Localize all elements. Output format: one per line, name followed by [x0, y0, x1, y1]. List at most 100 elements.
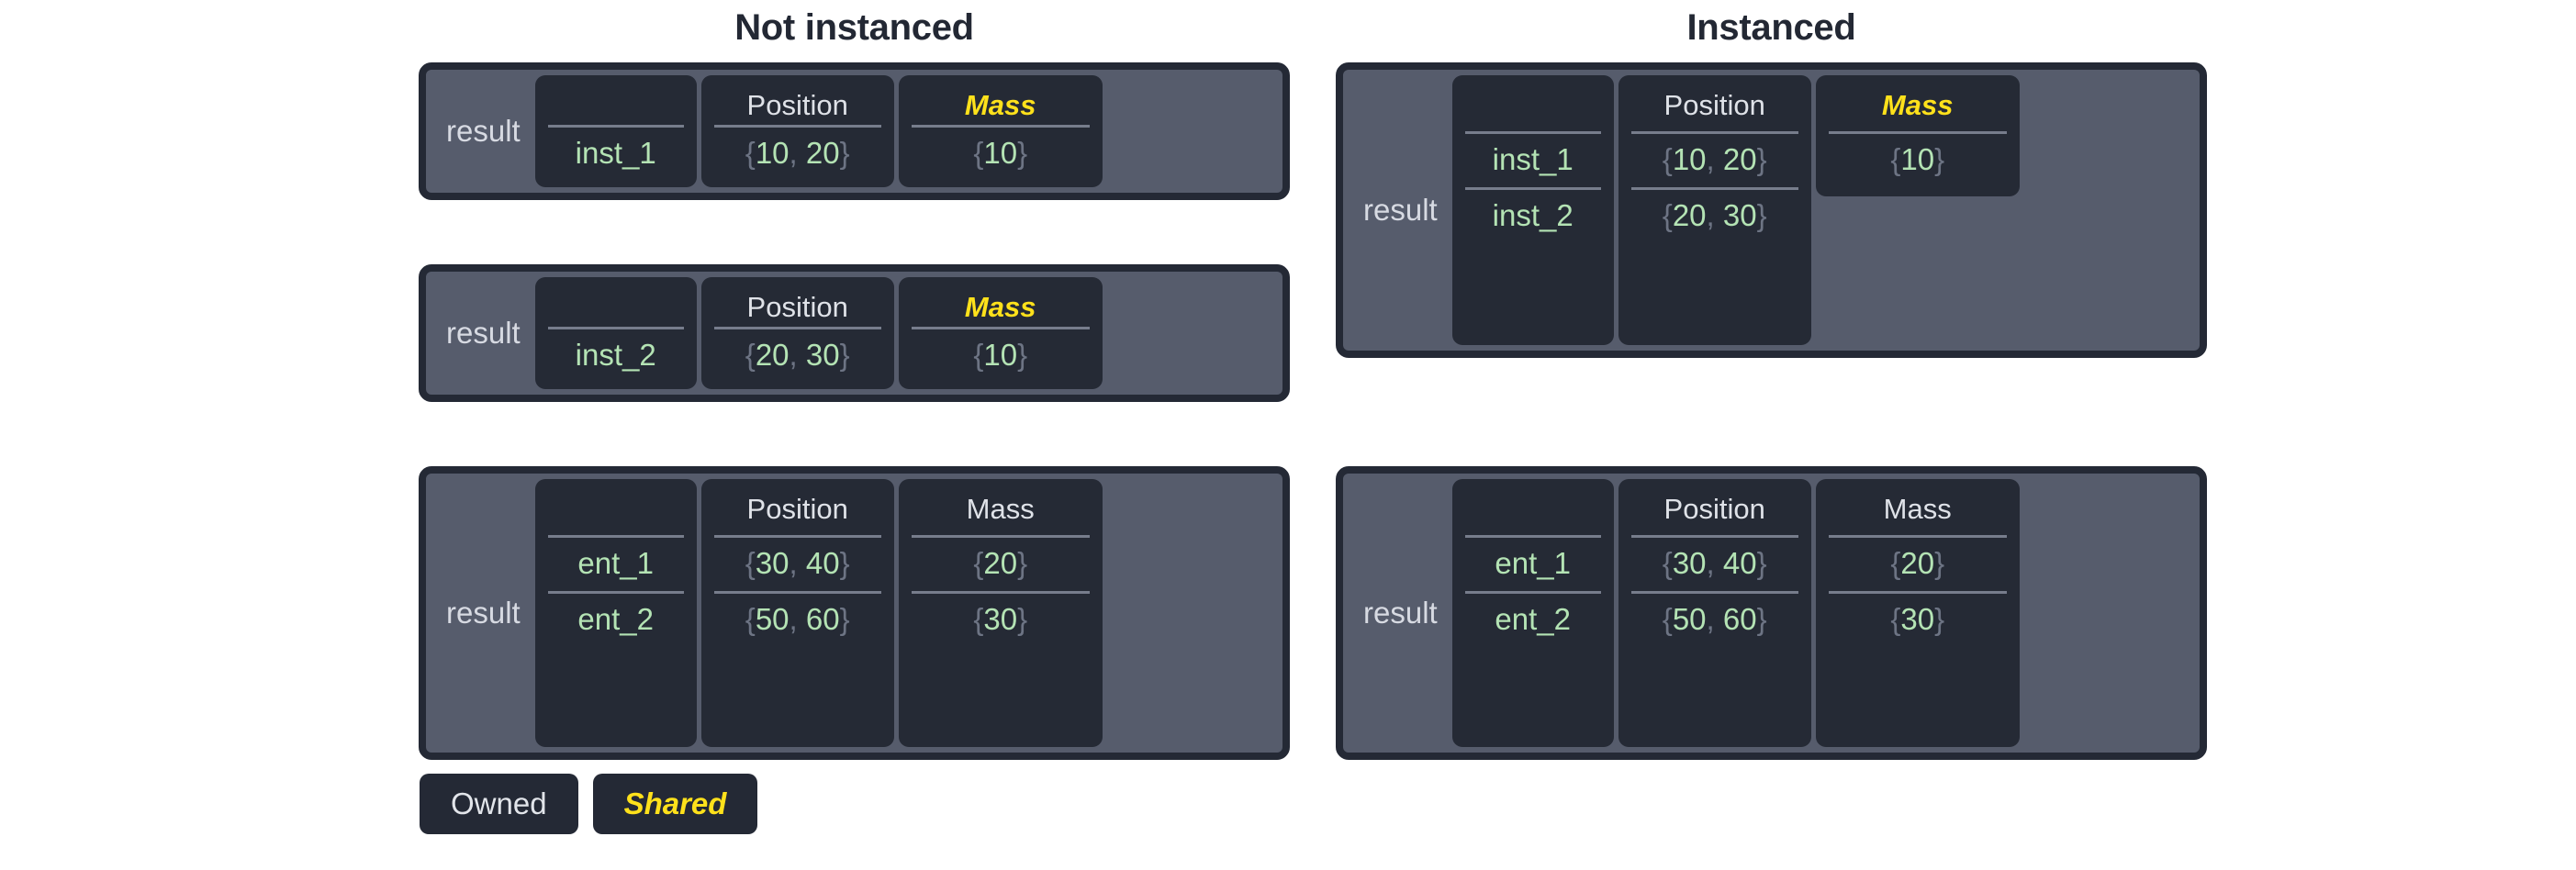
table-cell: {20} — [1828, 534, 2007, 591]
table-cell: {10, 20} — [713, 125, 881, 181]
panel-label: result — [446, 316, 521, 350]
table-column: Position{20, 30} — [700, 277, 894, 389]
table-cell: {30, 40} — [713, 534, 881, 591]
table-cell: inst_1 — [1464, 130, 1601, 187]
brace-glyph: } — [1756, 141, 1767, 176]
table-cell: {20, 30} — [713, 327, 881, 383]
table-cell: {50, 60} — [713, 590, 881, 647]
section-title-instanced: Instanced — [1686, 7, 1856, 48]
column-header: Mass — [1883, 493, 1952, 525]
brace-glyph: } — [1756, 197, 1767, 232]
column-header: Mass — [964, 89, 1036, 121]
brace-glyph: } — [839, 136, 850, 170]
comma-glyph: , — [1706, 197, 1715, 232]
column-header: Mass — [1881, 89, 1954, 121]
brace-glyph: } — [1756, 601, 1767, 636]
section-instanced: Instanced — [1336, 0, 2207, 46]
comma-glyph: , — [1706, 601, 1715, 636]
brace-glyph: { — [973, 338, 984, 372]
brace-glyph: { — [1890, 141, 1901, 176]
column-header: Mass — [964, 291, 1036, 323]
brace-glyph: { — [973, 136, 984, 170]
panel-label: result — [1363, 193, 1438, 227]
section-title-not-instanced: Not instanced — [734, 7, 974, 48]
table-column: Mass {20}{30} — [898, 479, 1103, 747]
comma-glyph: , — [789, 601, 798, 636]
brace-glyph: } — [1017, 545, 1028, 580]
brace-glyph: } — [1017, 601, 1028, 636]
section-not-instanced: Not instanced — [419, 0, 1290, 46]
brace-glyph: } — [839, 545, 850, 580]
table-column: Mass {20}{30} — [1815, 479, 2020, 747]
column-header: Mass — [966, 493, 1035, 525]
panel-label: result — [1363, 596, 1438, 630]
table-cell: {10} — [911, 327, 1090, 383]
table-cell: inst_1 — [547, 125, 684, 181]
panel-label: result — [446, 114, 521, 148]
column-header: Position — [746, 493, 848, 525]
brace-glyph: } — [1934, 601, 1945, 636]
brace-glyph: } — [839, 338, 850, 372]
table-cell: {20} — [911, 534, 1090, 591]
table-cell: inst_2 — [547, 327, 684, 383]
table-column: Mass {10} — [1815, 75, 2020, 196]
brace-glyph: } — [1934, 545, 1945, 580]
brace-glyph: { — [1890, 601, 1901, 636]
comma-glyph: , — [1706, 545, 1715, 580]
panel-label: result — [446, 596, 521, 630]
comma-glyph: , — [789, 338, 798, 372]
comma-glyph: , — [789, 136, 798, 170]
table-column: Mass{10} — [898, 75, 1103, 187]
column-header: Position — [1663, 493, 1765, 525]
table-cell: ent_2 — [1464, 590, 1601, 647]
comma-glyph: , — [1706, 141, 1715, 176]
table-cell: ent_1 — [1464, 534, 1601, 591]
brace-glyph: { — [1662, 141, 1673, 176]
table-cell: {30} — [911, 590, 1090, 647]
brace-glyph: } — [1017, 136, 1028, 170]
brace-glyph: { — [973, 545, 984, 580]
brace-glyph: { — [745, 136, 756, 170]
table-cell: ent_1 — [547, 534, 684, 591]
brace-glyph: { — [745, 545, 756, 580]
table-cell: {10, 20} — [1630, 130, 1798, 187]
table-column: Position {30, 40}{50, 60} — [700, 479, 894, 747]
brace-glyph: { — [745, 338, 756, 372]
column-header: Position — [746, 89, 848, 121]
brace-glyph: { — [1662, 601, 1673, 636]
table-column: Position {10, 20} — [700, 75, 894, 187]
table-cell: {10} — [1828, 130, 2007, 187]
brace-glyph: } — [839, 601, 850, 636]
table-cell: {50, 60} — [1630, 590, 1798, 647]
table-cell: inst_2 — [1464, 186, 1601, 243]
table-column: Position {30, 40}{50, 60} — [1618, 479, 1811, 747]
table-column: Position {10, 20}{20, 30} — [1618, 75, 1811, 345]
table-cell: ent_2 — [547, 590, 684, 647]
legend-chip-owned: Owned — [420, 774, 578, 834]
table-cell: {30} — [1828, 590, 2007, 647]
brace-glyph: { — [1890, 545, 1901, 580]
table-column: xinst_2 — [534, 277, 697, 389]
brace-glyph: } — [1017, 338, 1028, 372]
table-cell: {20, 30} — [1630, 186, 1798, 243]
legend-chip-shared: Shared — [592, 774, 758, 834]
brace-glyph: { — [1662, 197, 1673, 232]
column-header: Position — [1663, 89, 1765, 121]
brace-glyph: { — [1662, 545, 1673, 580]
table-cell: {30, 40} — [1630, 534, 1798, 591]
table-column: xinst_1 — [534, 75, 697, 187]
table-column: Mass {10} — [898, 277, 1103, 389]
brace-glyph: { — [973, 601, 984, 636]
comma-glyph: , — [789, 545, 798, 580]
